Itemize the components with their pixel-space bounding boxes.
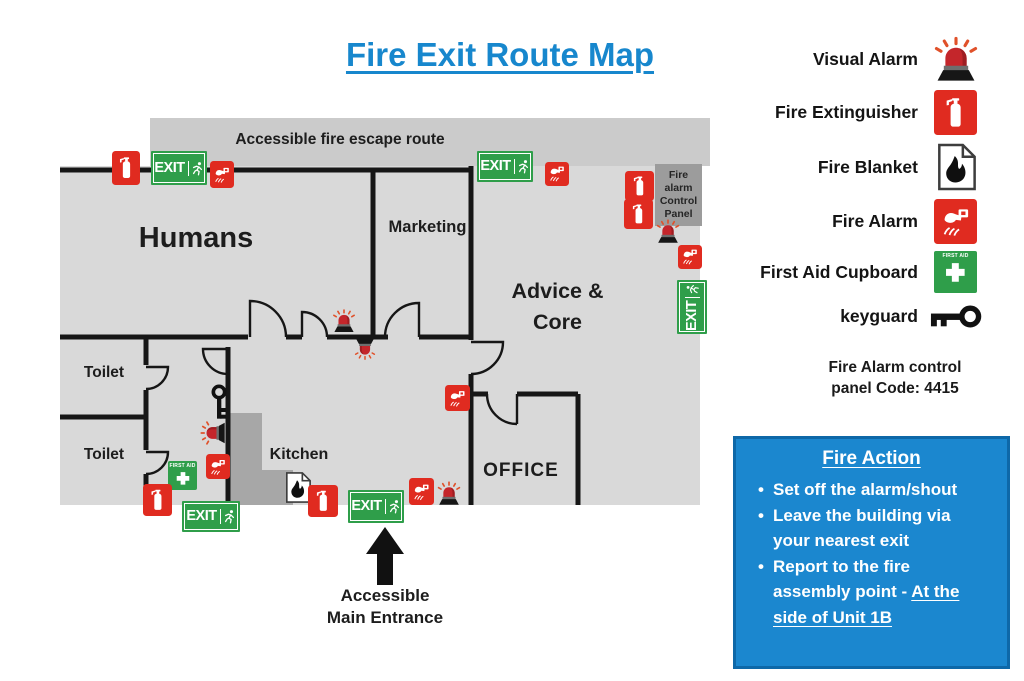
fire-alarm-icon bbox=[929, 199, 982, 244]
legend-label: Fire Alarm bbox=[832, 211, 918, 231]
fire-alarm-icon bbox=[210, 161, 234, 188]
visual-alarm-icon bbox=[929, 36, 982, 83]
bullet-text: Report to the fire assembly point - bbox=[773, 556, 912, 602]
bullet-text-underlined: At the side of Unit 1B bbox=[773, 582, 960, 627]
escape-route-band bbox=[150, 118, 710, 166]
entrance-arrow-icon bbox=[366, 527, 404, 554]
legend-row: keyguard bbox=[756, 300, 982, 333]
legend: Visual Alarm Fire Extinguisher Fire Blan… bbox=[756, 36, 982, 333]
visual-alarm-icon bbox=[331, 307, 357, 335]
exit-sign: EXIT bbox=[677, 280, 707, 334]
fire-action-bullet: Set off the alarm/shout bbox=[758, 477, 968, 503]
entrance-label-line2: Main Entrance bbox=[326, 608, 444, 627]
control-panel-line2: alarm bbox=[664, 182, 693, 195]
fire-alarm-icon bbox=[445, 385, 470, 411]
advice-line2: Core bbox=[533, 309, 582, 334]
alarm-code-line2: panel Code: 4415 bbox=[831, 380, 959, 398]
walls bbox=[60, 166, 581, 505]
fire-alarm-icon bbox=[678, 245, 702, 269]
legend-label: keyguard bbox=[840, 306, 918, 326]
room-label-advice-core: Advice & Core bbox=[495, 276, 620, 337]
first-aid-icon: FIRST AID bbox=[929, 251, 982, 293]
visual-alarm-icon bbox=[435, 481, 463, 506]
fire-action-title: Fire Action bbox=[822, 448, 921, 469]
keyguard-icon bbox=[208, 384, 230, 420]
bullet-text: Set off the alarm/shout bbox=[773, 480, 958, 499]
fire-action-bullet: Report to the fire assembly point - At t… bbox=[758, 554, 968, 631]
escape-route-label: Accessible fire escape route bbox=[235, 131, 445, 148]
room-label-marketing: Marketing bbox=[388, 218, 467, 236]
stairs-area bbox=[230, 413, 293, 505]
fire-extinguisher-icon bbox=[143, 484, 172, 516]
fire-action-panel: Fire Action Set off the alarm/shoutLeave… bbox=[733, 436, 1010, 669]
room-label-humans: Humans bbox=[138, 222, 254, 254]
visual-alarm-icon bbox=[654, 219, 682, 244]
first-aid-icon: FIRST AID bbox=[168, 461, 197, 490]
page-title: Fire Exit Route Map bbox=[345, 36, 655, 73]
advice-line1: Advice & bbox=[511, 279, 604, 303]
legend-row: Visual Alarm bbox=[756, 36, 982, 83]
visual-alarm-icon bbox=[353, 336, 377, 362]
control-panel-line4: Panel bbox=[664, 207, 693, 220]
fire-action-list: Set off the alarm/shoutLeave the buildin… bbox=[736, 477, 1007, 630]
room-label-kitchen: Kitchen bbox=[269, 446, 329, 463]
entrance-label-line1: Accessible bbox=[340, 586, 430, 605]
legend-label: Fire Extinguisher bbox=[775, 102, 918, 122]
fire-action-bullet: Leave the building via your nearest exit bbox=[758, 503, 968, 554]
bullet-text: Leave the building via your nearest exit bbox=[773, 505, 951, 551]
room-label-office: OFFICE bbox=[483, 460, 559, 481]
fire-extinguisher-icon bbox=[929, 90, 982, 135]
fire-blanket-icon bbox=[929, 142, 982, 192]
fire-alarm-icon bbox=[545, 162, 569, 186]
fire-alarm-icon bbox=[206, 454, 230, 479]
legend-row: Fire Extinguisher bbox=[756, 90, 982, 135]
control-panel-line1: Fire bbox=[668, 169, 689, 182]
room-label-toilet-1: Toilet bbox=[83, 364, 125, 381]
legend-label: Visual Alarm bbox=[812, 49, 918, 69]
exit-sign: EXIT bbox=[151, 151, 207, 185]
fire-extinguisher-icon bbox=[624, 199, 653, 229]
legend-row: First Aid Cupboard FIRST AID bbox=[756, 251, 982, 293]
door-swings bbox=[145, 299, 519, 476]
fire-extinguisher-icon bbox=[112, 151, 140, 185]
alarm-code-line1: Fire Alarm control bbox=[828, 359, 962, 376]
legend-row: Fire Alarm bbox=[756, 199, 982, 244]
legend-label: Fire Blanket bbox=[817, 156, 918, 177]
fire-extinguisher-icon bbox=[625, 171, 654, 201]
room-label-toilet-2: Toilet bbox=[83, 446, 125, 463]
exit-sign: EXIT bbox=[182, 501, 240, 532]
alarm-code-note: Fire Alarm control panel Code: 4415 bbox=[770, 357, 1020, 400]
visual-alarm-icon bbox=[200, 419, 226, 447]
entrance-arrow-stem bbox=[377, 552, 393, 585]
exit-sign: EXIT bbox=[477, 151, 533, 182]
exit-sign: EXIT bbox=[348, 490, 404, 523]
fire-alarm-icon bbox=[409, 478, 434, 505]
fire-extinguisher-icon bbox=[308, 485, 338, 517]
legend-label: First Aid Cupboard bbox=[760, 261, 918, 282]
keyguard-icon bbox=[929, 300, 982, 333]
control-panel-line3: Control bbox=[659, 195, 698, 207]
legend-row: Fire Blanket bbox=[756, 142, 982, 192]
